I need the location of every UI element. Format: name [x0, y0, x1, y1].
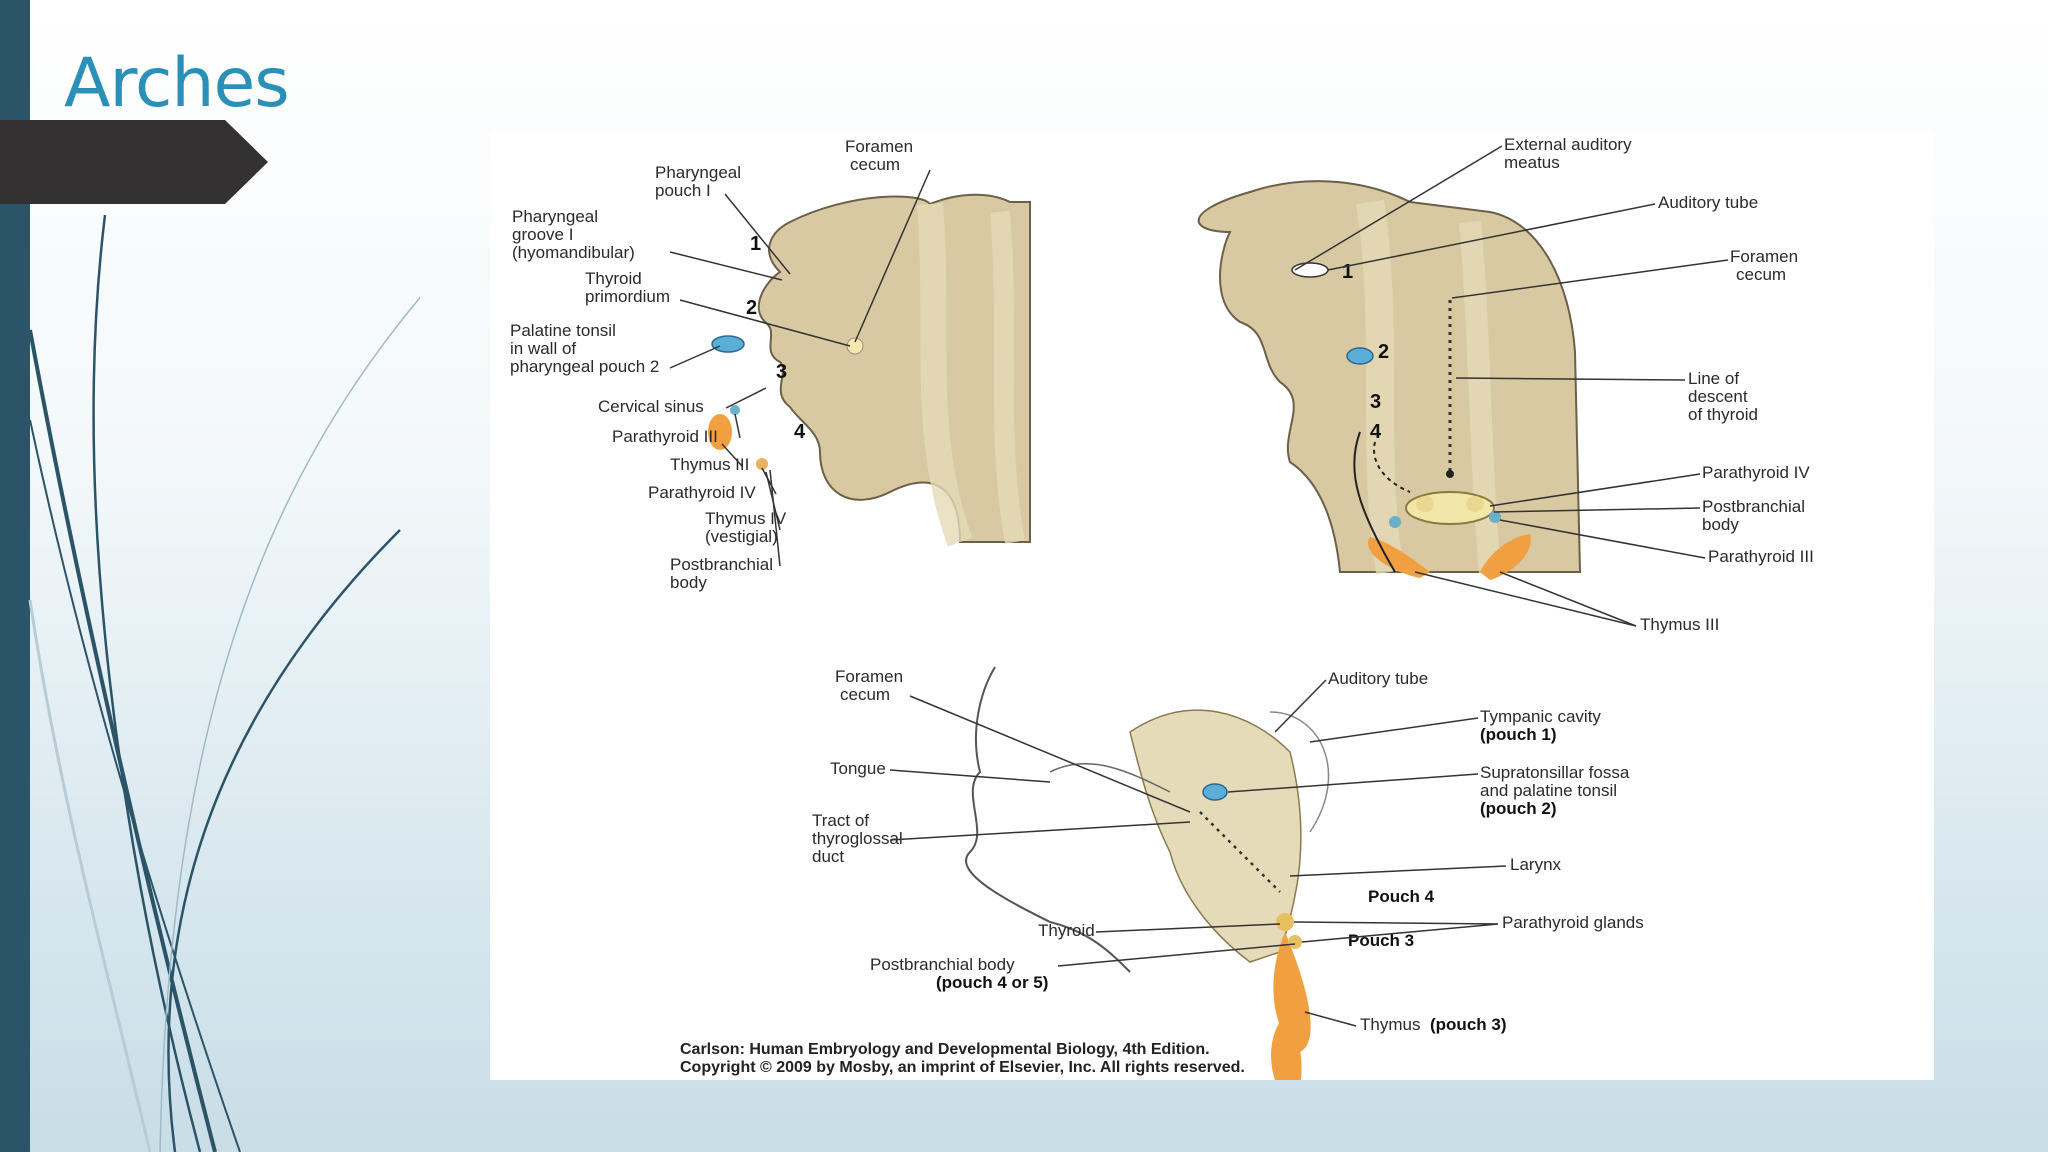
panel-a-tonsil-2: in wall of	[510, 339, 576, 358]
panel-c-pouch-4: Pouch 4	[1368, 887, 1435, 906]
panel-a-groove1-2: groove I	[512, 225, 573, 244]
panel-c-thymus-pouch: (pouch 3)	[1430, 1015, 1507, 1034]
panel-b-parathyroid-3: Parathyroid III	[1708, 547, 1814, 566]
panel-c-tympanic-pouch: (pouch 1)	[1480, 725, 1557, 744]
panel-c-larynx: Larynx	[1510, 855, 1562, 874]
panel-a-groove1-1: Pharyngeal	[512, 207, 598, 226]
panel-c-tongue: Tongue	[830, 759, 886, 778]
panel-a-parathyroid-4: Parathyroid IV	[648, 483, 756, 502]
panel-b-foramen-cecum-1: Foramen	[1730, 247, 1798, 266]
panel-b-arch-2: 2	[1378, 341, 1389, 363]
slide-title: Arches	[64, 44, 289, 123]
panel-c-thyroid: Thyroid	[1038, 921, 1095, 940]
panel-b-foramen-cecum-2: cecum	[1736, 265, 1786, 284]
panel-b-descent-2: descent	[1688, 387, 1748, 406]
panel-b-postbranchial-2: body	[1702, 515, 1739, 534]
title-tab-arrow	[0, 120, 270, 204]
panel-a-cervical-sinus: Cervical sinus	[598, 397, 704, 416]
panel-b-ext-meatus-1: External auditory	[1504, 135, 1632, 154]
panel-a-thyroid-2: primordium	[585, 287, 670, 306]
panel-a-thyroid-1: Thyroid	[585, 269, 642, 288]
panel-a-foramen-cecum-1: Foramen	[845, 137, 913, 156]
panel-b-thymus-3: Thymus III	[1640, 615, 1719, 634]
panel-c-parathyroid-glands: Parathyroid glands	[1502, 913, 1644, 932]
panel-a-thymus-3: Thymus III	[670, 455, 749, 474]
panel-b-arch-1: 1	[1342, 261, 1353, 283]
panel-b-parathyroid-4: Parathyroid IV	[1702, 463, 1810, 482]
panel-c-pouch-3: Pouch 3	[1348, 931, 1414, 950]
panel-a-postbranchial-1: Postbranchial	[670, 555, 773, 574]
panel-c-auditory-tube: Auditory tube	[1328, 669, 1428, 688]
panel-a-arch-3: 3	[776, 361, 787, 383]
panel-b-postbranchial-1: Postbranchial	[1702, 497, 1805, 516]
panel-a-foramen-cecum-2: cecum	[850, 155, 900, 174]
panel-b-auditory-tube: Auditory tube	[1658, 193, 1758, 212]
panel-c-supratonsillar-pouch: (pouch 2)	[1480, 799, 1557, 818]
panel-a-parathyroid-3: Parathyroid III	[612, 427, 718, 446]
panel-c-thymus: Thymus	[1360, 1015, 1420, 1034]
panel-c-tympanic: Tympanic cavity	[1480, 707, 1601, 726]
panel-b-arch-4: 4	[1370, 421, 1382, 443]
panel-c-supratonsillar-2: and palatine tonsil	[1480, 781, 1617, 800]
panel-a-thymus-4-2: (vestigial)	[705, 527, 778, 546]
panel-b-ext-meatus-2: meatus	[1504, 153, 1560, 172]
panel-c-postbranchial-pouch: (pouch 4 or 5)	[936, 973, 1048, 992]
panel-c-tract-1: Tract of	[812, 811, 869, 830]
panel-a: 1 2 3 4 Foramen cecum Pharyngeal pouch I…	[510, 137, 1030, 592]
panel-a-tissue	[759, 195, 1030, 542]
panel-c-supratonsillar-1: Supratonsillar fossa	[1480, 763, 1630, 782]
panel-a-postbranchial-2: body	[670, 573, 707, 592]
panel-b: 1 2 3 4 External auditory meatus Auditor…	[1199, 135, 1814, 634]
panel-c-tract-2: thyroglossal	[812, 829, 903, 848]
panel-a-tonsil-1: Palatine tonsil	[510, 321, 616, 340]
panel-a-arch-2: 2	[746, 297, 757, 319]
panel-c-postbranchial: Postbranchial body	[870, 955, 1015, 974]
panel-b-descent-1: Line of	[1688, 369, 1739, 388]
panel-b-arch-3: 3	[1370, 391, 1381, 413]
panel-c-foramen-cecum-1: Foramen	[835, 667, 903, 686]
panel-a-groove1-3: (hyomandibular)	[512, 243, 635, 262]
figure-caption-line-1: Carlson: Human Embryology and Developmen…	[680, 1041, 1210, 1058]
panel-b-descent-3: of thyroid	[1688, 405, 1758, 424]
panel-a-tonsil-3: pharyngeal pouch 2	[510, 357, 659, 376]
pharyngeal-arches-diagram: 1 2 3 4 Foramen cecum Pharyngeal pouch I…	[490, 132, 1934, 1080]
panel-a-arch-4: 4	[794, 421, 806, 443]
panel-c-foramen-cecum-2: cecum	[840, 685, 890, 704]
panel-a-pouch1-1: Pharyngeal	[655, 163, 741, 182]
panel-c: Foramen cecum Tongue Tract of thyrogloss…	[812, 667, 1644, 1080]
figure-caption-line-2: Copyright © 2009 by Mosby, an imprint of…	[680, 1059, 1245, 1076]
panel-c-tract-3: duct	[812, 847, 844, 866]
panel-a-pouch1-2: pouch I	[655, 181, 711, 200]
embryology-figure: 1 2 3 4 Foramen cecum Pharyngeal pouch I…	[490, 132, 1934, 1080]
